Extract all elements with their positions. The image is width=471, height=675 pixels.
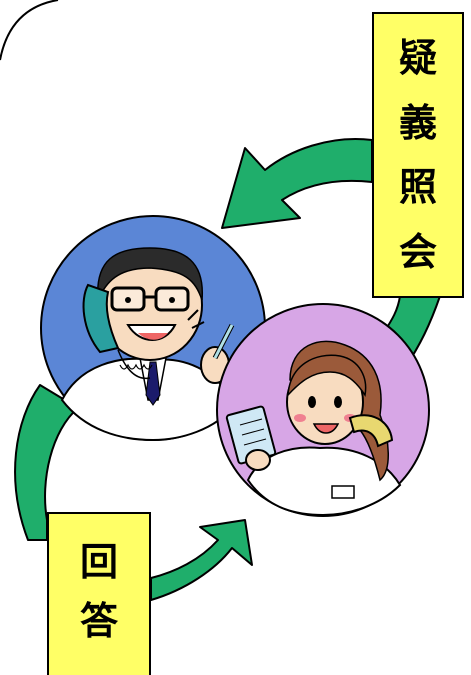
inquiry-char-2: 義 — [398, 100, 437, 145]
frame-arc — [0, 0, 59, 61]
answer-label-box: 回 答 — [47, 512, 151, 675]
answer-char-1: 回 — [79, 539, 118, 584]
inquiry-char-1: 疑 — [398, 36, 437, 81]
answer-arrow — [150, 519, 253, 601]
inquiry-char-3: 照 — [398, 165, 437, 210]
answer-char-2: 答 — [79, 598, 118, 643]
doctor-illustration — [40, 215, 266, 442]
inquiry-arrow — [221, 138, 373, 229]
inquiry-label-box: 疑 義 照 会 — [372, 12, 464, 298]
pharmacist-illustration — [216, 303, 430, 517]
inquiry-char-4: 会 — [398, 229, 437, 274]
